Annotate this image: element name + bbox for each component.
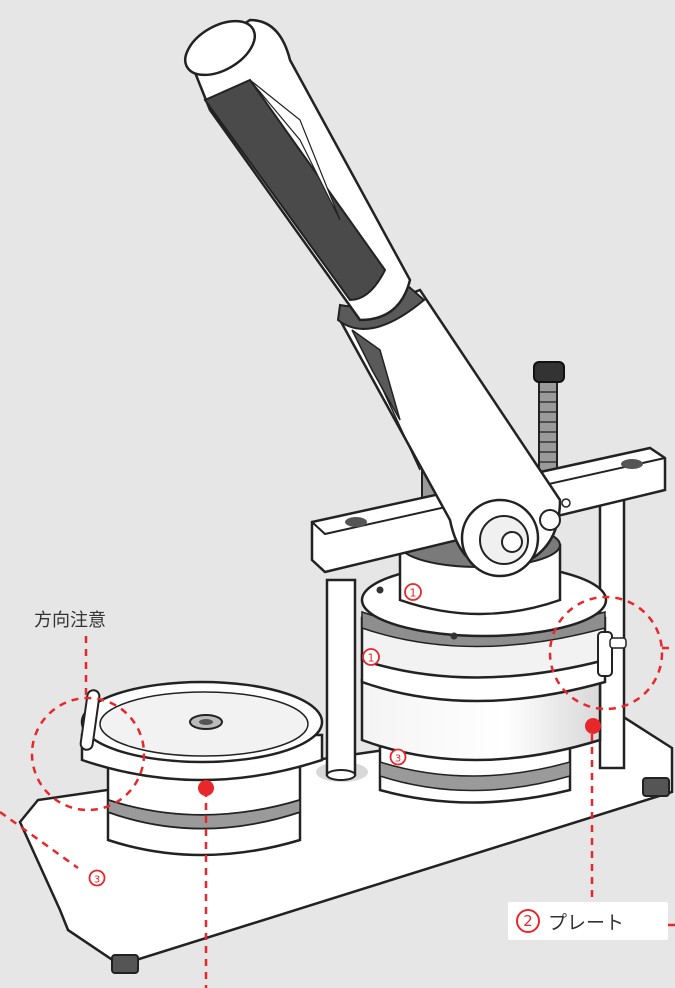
direction-caution-label: 方向注意 <box>34 610 106 631</box>
plate-dot <box>585 718 601 734</box>
marker-text: 1 <box>410 587 417 600</box>
marker-top-plate-top: 1 <box>404 583 422 601</box>
left-edge-leader <box>0 810 79 870</box>
caution-circle <box>30 696 146 812</box>
annotation-callouts <box>0 595 675 988</box>
left-die <box>79 680 324 857</box>
marker-base: 3 <box>88 869 106 887</box>
marker-bottom-plate: 3 <box>389 748 407 766</box>
side-knob-circle <box>548 595 664 711</box>
marker-text: 3 <box>94 875 100 886</box>
plate-label-text: プレート <box>548 911 625 934</box>
lever-handle <box>184 18 571 578</box>
marker-text: 1 <box>368 652 375 665</box>
left-pillar <box>325 578 357 781</box>
annotation-dots <box>198 718 601 796</box>
left-die-dot <box>198 780 214 796</box>
plate-label: 2 プレート <box>508 902 668 940</box>
marker-top-plate-side: 1 <box>362 648 380 666</box>
marker-text: 3 <box>395 754 401 765</box>
plate-number-badge: 2 <box>516 909 540 933</box>
